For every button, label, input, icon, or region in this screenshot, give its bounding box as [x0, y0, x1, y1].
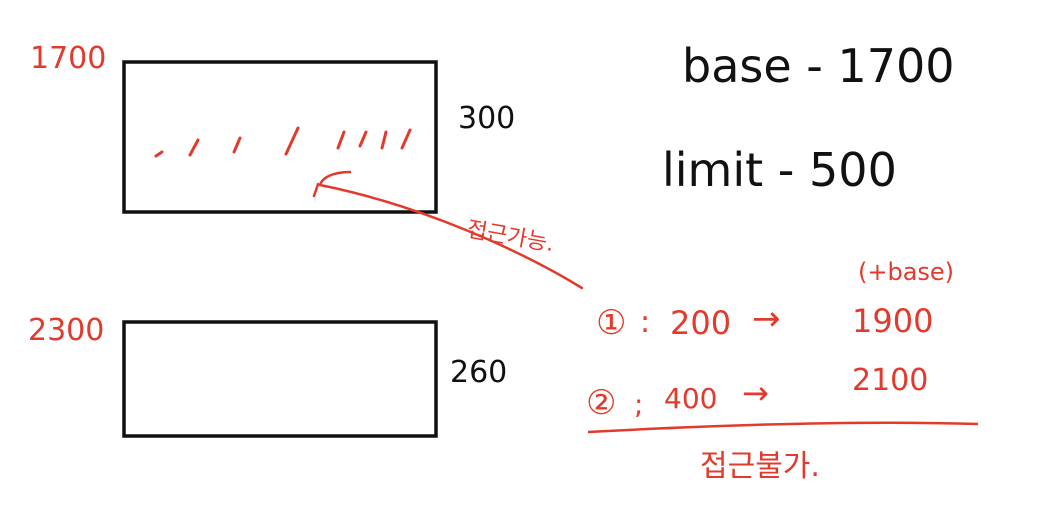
denied-note: 접근불가.	[700, 449, 820, 484]
access-arrow	[312, 170, 584, 290]
offset-1-marker: ①	[596, 303, 626, 343]
base-register-label: base - 1700	[682, 39, 955, 93]
offset-2-result: 2100	[852, 363, 928, 398]
offset-2-sep: ;	[634, 388, 643, 421]
offset-1-sep: :	[640, 305, 650, 340]
top-block-size: 300	[458, 101, 515, 136]
offset-2-arrow: →	[742, 374, 769, 412]
top-memory-block	[122, 60, 438, 214]
bottom-memory-block	[122, 320, 438, 438]
limit-register-label: limit - 500	[662, 143, 897, 197]
accessible-note: 접근가능.	[465, 217, 556, 257]
offset-1-value: 200	[670, 304, 731, 342]
offset-1-arrow: →	[752, 299, 781, 339]
offset-2-value: 400	[664, 382, 717, 415]
top-block-address: 1700	[30, 41, 106, 76]
bottom-block-address: 2300	[28, 313, 104, 348]
offset-2-marker: ②	[586, 383, 616, 423]
bottom-block-size: 260	[450, 355, 507, 390]
offset-1-result: 1900	[852, 302, 933, 340]
offset-header: (+base)	[858, 258, 954, 286]
divider-line	[587, 421, 979, 434]
hatch-marks	[154, 126, 412, 158]
